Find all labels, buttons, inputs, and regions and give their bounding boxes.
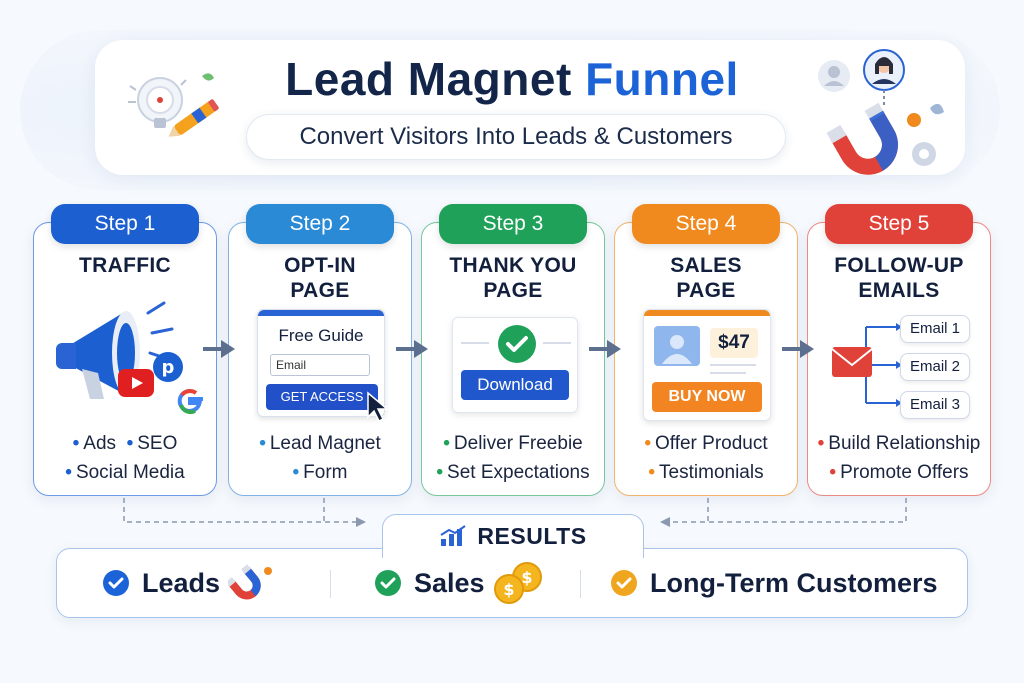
form-title: Free Guide <box>278 326 364 345</box>
dashed-connector-right <box>660 498 907 527</box>
title-main: Lead Magnet <box>285 53 572 105</box>
pinterest-icon: p <box>153 352 183 382</box>
step-bullets: •Ads •SEO •Social Media <box>65 433 185 483</box>
email-pill-1: Email 1 <box>900 315 970 343</box>
step-title-line: EMAILS <box>858 279 940 302</box>
result-label: Sales <box>414 567 485 598</box>
arrow-right-icon <box>589 340 621 358</box>
dashed-connector-left <box>123 498 366 527</box>
bullet-form: Form <box>303 462 348 483</box>
step-badge-3: Step 3 <box>439 204 587 244</box>
check-circle-icon <box>498 325 536 363</box>
step-bullets: •Deliver Freebie •Set Expectations <box>436 433 590 483</box>
cursor-icon <box>367 391 390 423</box>
page-title: Lead Magnet Funnel <box>0 52 1024 106</box>
bullet-build-relationship: Build Relationship <box>828 433 981 454</box>
bullet-lead-magnet: Lead Magnet <box>269 433 381 454</box>
bullet-seo: SEO <box>137 433 178 454</box>
result-label: Leads <box>142 567 221 598</box>
bullet-ads: Ads <box>83 433 117 454</box>
svg-text:$: $ <box>521 568 532 587</box>
magnet-avatar-icon <box>818 49 944 175</box>
check-circle-icon <box>375 570 401 596</box>
step-title-line: THANK YOU <box>449 254 577 277</box>
sales-page-mockup: $47 BUY NOW <box>643 309 771 421</box>
step-title: TRAFFIC <box>34 253 216 278</box>
bar-chart-icon <box>440 524 466 549</box>
bullet-deliver-freebie: Deliver Freebie <box>453 433 583 454</box>
results-label: RESULTS <box>477 523 587 549</box>
step-badge-1: Step 1 <box>51 204 199 244</box>
step-bullets: •Offer Product •Testimonials <box>644 433 768 483</box>
bullet-set-expectations: Set Expectations <box>447 462 590 483</box>
google-icon <box>177 388 203 415</box>
divider <box>543 342 571 344</box>
step-title: THANK YOU PAGE <box>422 253 604 303</box>
step-card-follow-up: FOLLOW-UP EMAILS Email 1 Email 2 Email 3… <box>807 222 991 496</box>
email-pill-3: Email 3 <box>900 391 970 419</box>
thank-you-mockup: Download <box>452 317 578 413</box>
svg-text:$: $ <box>503 580 514 599</box>
step-card-optin: OPT-IN PAGE Free Guide Email GET ACCESS … <box>228 222 412 496</box>
image-placeholder-icon <box>654 326 700 366</box>
check-circle-icon <box>611 570 637 596</box>
text-line <box>710 364 756 366</box>
check-circle-icon <box>103 570 129 596</box>
divider <box>461 342 489 344</box>
step-badge-4: Step 4 <box>632 204 780 244</box>
bullet-social-media: Social Media <box>75 462 185 483</box>
step-title: OPT-IN PAGE <box>229 253 411 303</box>
optin-form-mockup: Free Guide Email GET ACCESS <box>257 309 385 417</box>
step-bullets: •Lead Magnet •Form <box>259 433 381 483</box>
results-tab-join <box>384 546 642 552</box>
step-title-line: OPT-IN <box>284 254 356 277</box>
subtitle: Convert Visitors Into Leads & Customers <box>246 114 786 160</box>
email-field[interactable]: Email <box>270 354 370 376</box>
step-card-traffic: TRAFFIC p •Ads •SEO •Social Media <box>33 222 217 496</box>
download-button[interactable]: Download <box>461 370 569 400</box>
step-badge-2: Step 2 <box>246 204 394 244</box>
arrow-right-icon <box>396 340 428 358</box>
bullet-testimonials: Testimonials <box>659 462 764 483</box>
sales-header-bar <box>644 310 770 316</box>
get-access-button[interactable]: GET ACCESS <box>266 384 378 410</box>
step-bullets: •Build Relationship •Promote Offers <box>817 433 981 483</box>
result-long-term-customers: Long-Term Customers <box>610 563 938 603</box>
step-title: FOLLOW-UP EMAILS <box>808 253 990 303</box>
step-title: SALES PAGE <box>615 253 797 303</box>
result-sales: Sales $ $ <box>374 562 545 604</box>
price-tag: $47 <box>710 328 758 358</box>
form-header-bar <box>258 310 384 316</box>
arrow-right-icon <box>203 340 235 358</box>
result-leads: Leads <box>102 563 274 603</box>
bullet-offer-product: Offer Product <box>655 433 768 454</box>
lightbulb-pencil-icon <box>128 73 219 137</box>
step-card-sales: SALES PAGE $47 BUY NOW •Offer Product •T… <box>614 222 798 496</box>
step-card-thank-you: THANK YOU PAGE Download •Deliver Freebie… <box>421 222 605 496</box>
buy-now-button[interactable]: BUY NOW <box>652 382 762 412</box>
title-accent: Funnel <box>585 53 739 105</box>
arrow-right-icon <box>782 340 814 358</box>
step-title-line: PAGE <box>290 279 350 302</box>
svg-text:p: p <box>162 357 175 378</box>
email-pill-2: Email 2 <box>900 353 970 381</box>
step-title-line: SALES <box>670 254 742 277</box>
email-flow-lines <box>831 323 902 407</box>
result-divider <box>580 570 581 598</box>
step-title-line: TRAFFIC <box>79 254 171 277</box>
step-title-line: FOLLOW-UP <box>834 254 964 277</box>
youtube-icon <box>118 369 154 397</box>
step-title-line: PAGE <box>483 279 543 302</box>
result-label: Long-Term Customers <box>650 567 938 598</box>
step-badge-5: Step 5 <box>825 204 973 244</box>
step-title-line: PAGE <box>676 279 736 302</box>
text-line <box>710 372 746 374</box>
coins-icon: $ $ <box>493 562 542 604</box>
result-divider <box>330 570 331 598</box>
bullet-promote-offers: Promote Offers <box>840 462 969 483</box>
magnet-icon <box>228 564 273 600</box>
